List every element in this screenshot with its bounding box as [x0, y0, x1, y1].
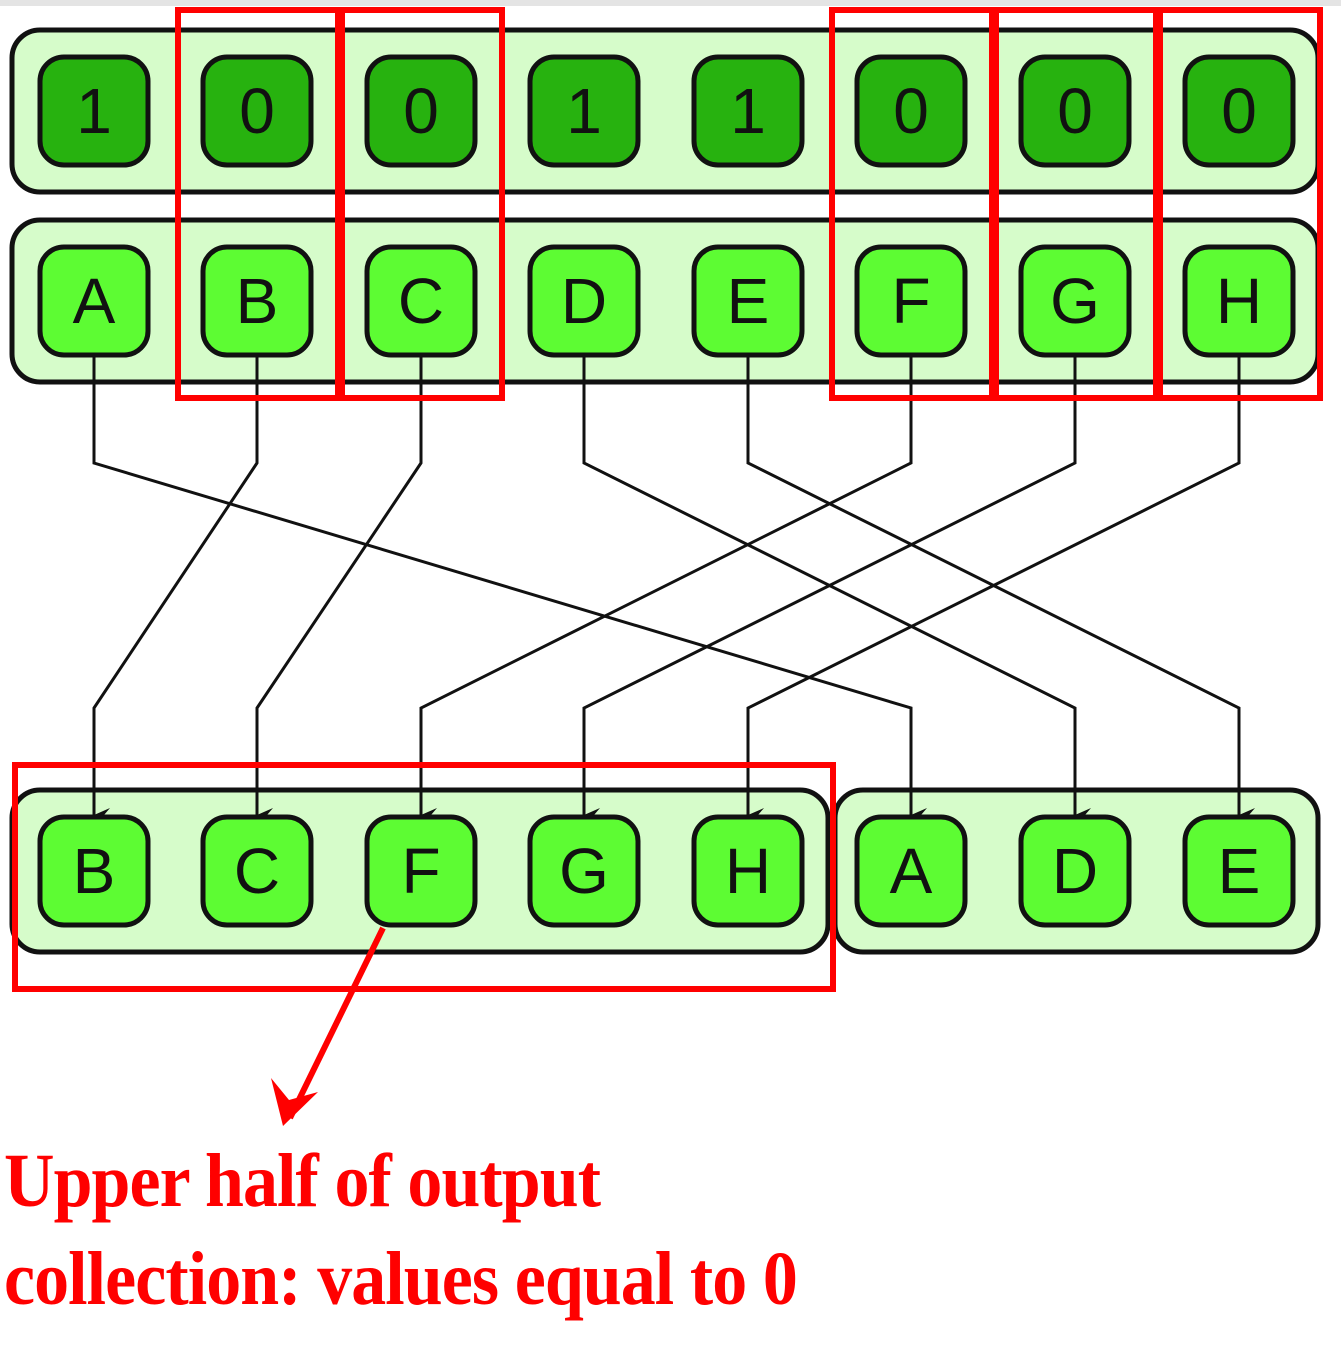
item-cell-box	[1182, 244, 1296, 358]
annotation-arrowhead-icon	[271, 1078, 318, 1126]
highlight-column-box	[175, 7, 341, 401]
output-upper-cell: C	[200, 814, 314, 928]
output-upper-cell-label: C	[234, 835, 280, 907]
output-upper-cell-label: H	[725, 835, 771, 907]
flag-cell-box	[200, 54, 314, 168]
item-cell: D	[527, 244, 641, 358]
flag-cell: 0	[854, 54, 968, 168]
output-lower-cell: A	[854, 814, 968, 928]
item-cell-label: F	[891, 265, 930, 337]
output-upper-cell-box	[200, 814, 314, 928]
output-upper-cell-box	[37, 814, 151, 928]
item-cell-box	[527, 244, 641, 358]
flag-cell: 0	[1182, 54, 1296, 168]
output-upper-cell-box	[527, 814, 641, 928]
output-lower-cell: E	[1182, 814, 1296, 928]
highlight-column-box	[993, 7, 1159, 401]
output-upper-cell-box	[691, 814, 805, 928]
item-cell-label: A	[73, 265, 116, 337]
flag-cell: 0	[364, 54, 478, 168]
mapping-wire	[92, 355, 927, 822]
item-cell: C	[364, 244, 478, 358]
output-upper-cell: H	[691, 814, 805, 928]
highlight-column-box	[339, 7, 505, 401]
mapping-wires	[92, 355, 1255, 822]
item-cell: F	[854, 244, 968, 358]
output-lower-cell-label: A	[890, 835, 933, 907]
flag-cell-box	[854, 54, 968, 168]
flag-cell-label: 1	[730, 75, 766, 147]
flag-cell: 1	[691, 54, 805, 168]
item-cell: E	[691, 244, 805, 358]
mapping-wire	[582, 355, 1077, 822]
flag-cell-box	[691, 54, 805, 168]
item-cell: B	[200, 244, 314, 358]
item-cell: G	[1018, 244, 1132, 358]
item-cell-label: C	[398, 265, 444, 337]
flag-cell-label: 0	[1221, 75, 1257, 147]
item-cell-box	[37, 244, 151, 358]
mapping-wire	[255, 355, 423, 822]
flag-cell-box	[527, 54, 641, 168]
item-cell-box	[691, 244, 805, 358]
item-cell-label: D	[561, 265, 607, 337]
flag-cell: 0	[200, 54, 314, 168]
flag-cell-label: 1	[566, 75, 602, 147]
item-cell-label: B	[236, 265, 279, 337]
highlight-column-box	[1157, 7, 1323, 401]
output-upper-cell: F	[364, 814, 478, 928]
output-lower-cell: D	[1018, 814, 1132, 928]
annotation-line-2: collection: values equal to 0	[4, 1237, 798, 1321]
item-cell: H	[1182, 244, 1296, 358]
mapping-wire	[746, 355, 1241, 822]
output-lower-cell-box	[854, 814, 968, 928]
item-cell-label: G	[1050, 265, 1100, 337]
flag-cell-box	[1018, 54, 1132, 168]
output-upper-cell: B	[37, 814, 151, 928]
flag-cell-label: 1	[76, 75, 112, 147]
output-lower-cell-label: D	[1052, 835, 1098, 907]
flag-cell-label: 0	[403, 75, 439, 147]
item-cell-box	[1018, 244, 1132, 358]
item-cell-box	[854, 244, 968, 358]
flag-cell: 1	[527, 54, 641, 168]
item-cell-box	[200, 244, 314, 358]
flag-cell: 1	[37, 54, 151, 168]
highlight-output-upper-box	[12, 762, 836, 992]
annotation-line-1: Upper half of output	[4, 1139, 601, 1223]
flag-cell-label: 0	[893, 75, 929, 147]
item-cell: A	[37, 244, 151, 358]
item-cell-label: E	[727, 265, 770, 337]
flag-cell: 0	[1018, 54, 1132, 168]
flag-cell-label: 0	[239, 75, 275, 147]
flag-cell-box	[37, 54, 151, 168]
annotation-arrow	[271, 926, 386, 1126]
output-upper-cell-box	[364, 814, 478, 928]
mapping-wire	[419, 355, 913, 822]
output-upper-cell: G	[527, 814, 641, 928]
output-lower-cell-label: E	[1218, 835, 1261, 907]
flag-cell-box	[364, 54, 478, 168]
output-upper-cell-label: F	[401, 835, 440, 907]
top-edge-bar	[0, 0, 1341, 6]
item-cell-label: H	[1216, 265, 1262, 337]
annotation-caption: Upper half of output collection: values …	[4, 1132, 798, 1328]
item-cell-box	[364, 244, 478, 358]
highlight-column-box	[829, 7, 995, 401]
output-lower-cell-box	[1018, 814, 1132, 928]
output-upper-cell-label: G	[559, 835, 609, 907]
output-upper-cell-label: B	[73, 835, 116, 907]
flag-cell-box	[1182, 54, 1296, 168]
flag-cell-label: 0	[1057, 75, 1093, 147]
output-lower-cell-box	[1182, 814, 1296, 928]
mapping-wire	[92, 355, 259, 822]
